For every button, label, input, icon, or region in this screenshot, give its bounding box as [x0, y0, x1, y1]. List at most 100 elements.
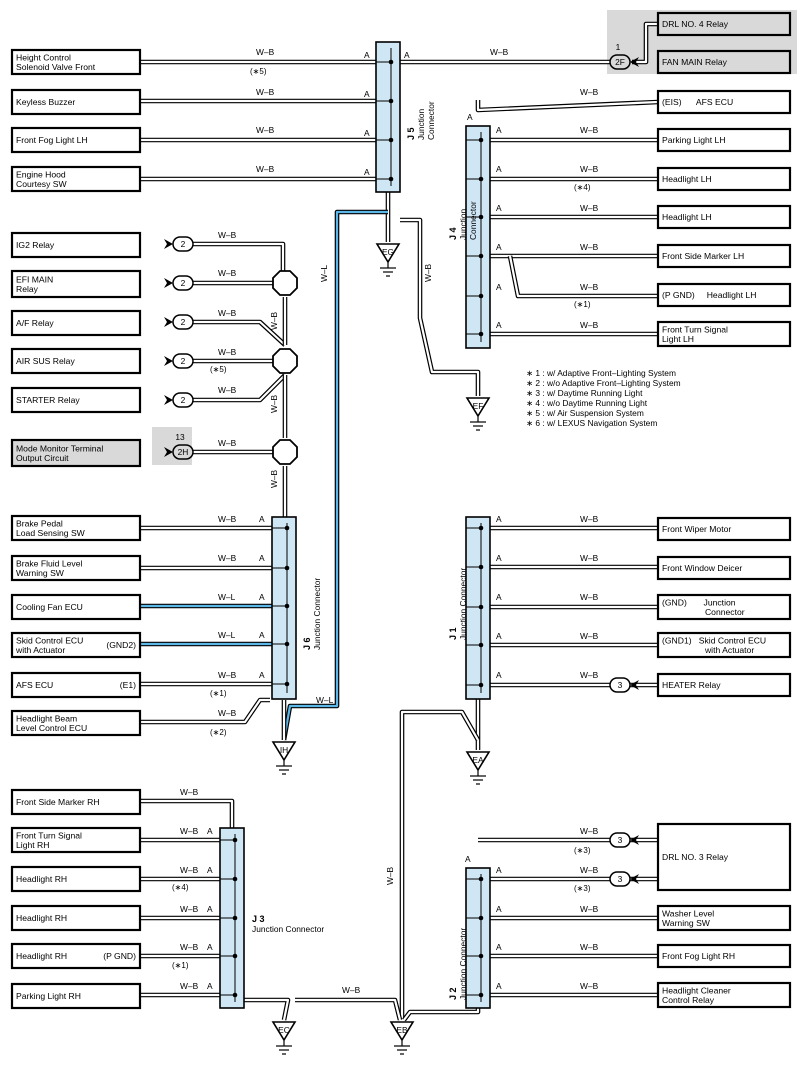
component-drl3	[656, 822, 792, 892]
pin-label-a: A	[259, 630, 265, 640]
wire-wb	[193, 242, 285, 275]
pin-label-a: A	[259, 553, 265, 563]
wire-color-label: W–B	[580, 87, 599, 97]
wire-wl	[282, 210, 388, 741]
component-coolfan	[10, 593, 142, 621]
component-label-efimain: EFI MAIN	[16, 274, 53, 284]
wire-color-label: W–B	[180, 904, 199, 914]
wire-color-label: W–B	[256, 125, 275, 135]
component-afsecu2	[10, 671, 142, 699]
component-suffix-hrh3: (P GND)	[103, 951, 136, 961]
junction-sub-J4: Junction	[458, 208, 468, 240]
component-afsecu_lh	[656, 89, 792, 115]
pin-label-a: A	[404, 50, 410, 60]
junction-sub-J2: Junction Connector	[458, 928, 468, 1000]
component-label-coolfan: Cooling Fan ECU	[16, 602, 83, 612]
wire-color-label: W–B	[218, 553, 237, 563]
component-label-keyless: Keyless Buzzer	[16, 97, 75, 107]
wire-wb	[508, 255, 658, 298]
pin-label-a: A	[496, 904, 502, 914]
component-hrh3	[10, 942, 142, 970]
component-keyless	[10, 88, 142, 116]
wire-wb	[632, 22, 658, 64]
wire-wb	[295, 998, 402, 1021]
connector-pill-label: 2	[181, 317, 186, 327]
text-layer: ∗ 1 : w/ Adaptive Front–Lighting System …	[15, 19, 766, 1035]
connector-arrow	[164, 356, 173, 366]
wire-color-label: W–B	[180, 787, 199, 797]
junction-sub-J3: Junction Connector	[252, 924, 324, 934]
pin-label-a: A	[259, 514, 265, 524]
component-label-ftsrh: Front Turn Signal	[16, 830, 82, 840]
component-label-drl4: DRL NO. 4 Relay	[662, 19, 729, 29]
wire-color-label: W–B	[580, 826, 599, 836]
connector-arrow	[164, 278, 173, 288]
junction-J2	[465, 867, 491, 1009]
connector-arrow	[164, 395, 173, 405]
pin-label-a: A	[496, 320, 502, 330]
wire-color-label: W–L	[218, 592, 236, 602]
connector-arrow	[164, 447, 173, 457]
connector-pill-label: 3	[618, 680, 623, 690]
component-starter	[10, 386, 142, 414]
wire-wb	[193, 374, 286, 402]
connector-arrow	[164, 239, 173, 249]
ground-symbol-EA	[465, 751, 491, 772]
connector-pill-label: 2	[181, 278, 186, 288]
component-label-fsmlh: Front Side Marker LH	[662, 251, 744, 261]
junction-sub2-J5: Connector	[426, 101, 436, 140]
component-label-fsmrh: Front Side Marker RH	[16, 797, 100, 807]
junction-title-J6: J 6	[302, 637, 312, 650]
ground-label-EF: EF	[473, 401, 484, 411]
component-label-hbeam: Level Control ECU	[16, 723, 87, 733]
pin-label-a: A	[364, 167, 370, 177]
splice-point	[272, 348, 298, 374]
connector-pill-label: 2	[181, 239, 186, 249]
component-label-brakefluid: Brake Fluid Level	[16, 558, 82, 568]
wire-color-label: W–B	[218, 385, 237, 395]
wire-color-label: W–B	[180, 942, 199, 952]
parts-layer	[10, 11, 792, 1055]
note-n4: (∗4)	[574, 183, 591, 192]
component-label-hcsv: Height Control	[16, 52, 71, 62]
connector-pin-number: 1	[616, 42, 621, 52]
wire-color-label: W–B	[218, 308, 237, 318]
component-drl4	[656, 11, 792, 37]
ground-label-IH: IH	[280, 745, 288, 755]
component-wiper	[656, 516, 792, 542]
component-label-hcleaner: Control Relay	[662, 995, 715, 1005]
ground-symbol-EF	[465, 397, 491, 418]
junction-title-J1: J 1	[448, 627, 458, 640]
component-label-starter: STARTER Relay	[16, 395, 80, 405]
wire-color-label: W–B	[580, 203, 599, 213]
pin-label-a: A	[364, 128, 370, 138]
component-jcgnd	[656, 593, 792, 621]
junction-title-J4: J 4	[448, 227, 458, 240]
component-label-hlh3: (P GND) Headlight LH	[662, 290, 756, 300]
note-n3: (∗3)	[574, 884, 591, 893]
junction-J6	[271, 516, 297, 700]
component-hlh3	[656, 282, 792, 308]
wire-color-label-vertical: W–B	[269, 469, 279, 488]
pin-label-a: A	[496, 242, 502, 252]
component-label-af: A/F Relay	[16, 318, 54, 328]
pin-label-a: A	[496, 203, 502, 213]
component-label-skid2: Skid Control ECU	[16, 635, 83, 645]
component-label-afsecu_lh: (EIS) AFS ECU	[662, 97, 733, 107]
junction-J5	[375, 41, 401, 193]
connector-arrow	[164, 317, 173, 327]
pin-label-a: A	[496, 125, 502, 135]
component-hcsv	[10, 48, 142, 76]
component-label-afsecu2: AFS ECU	[16, 680, 53, 690]
pin-label-a: A	[496, 164, 502, 174]
wire-color-label: W–B	[342, 985, 361, 995]
wire-color-label: W–B	[218, 230, 237, 240]
component-label-efimain: Relay	[16, 284, 39, 294]
wire-color-label: W–B	[580, 865, 599, 875]
connector-arrow	[630, 835, 639, 845]
note-n5: (∗5)	[210, 365, 227, 374]
connector-pill-label: 3	[618, 835, 623, 845]
note-n1: (∗1)	[172, 961, 189, 970]
